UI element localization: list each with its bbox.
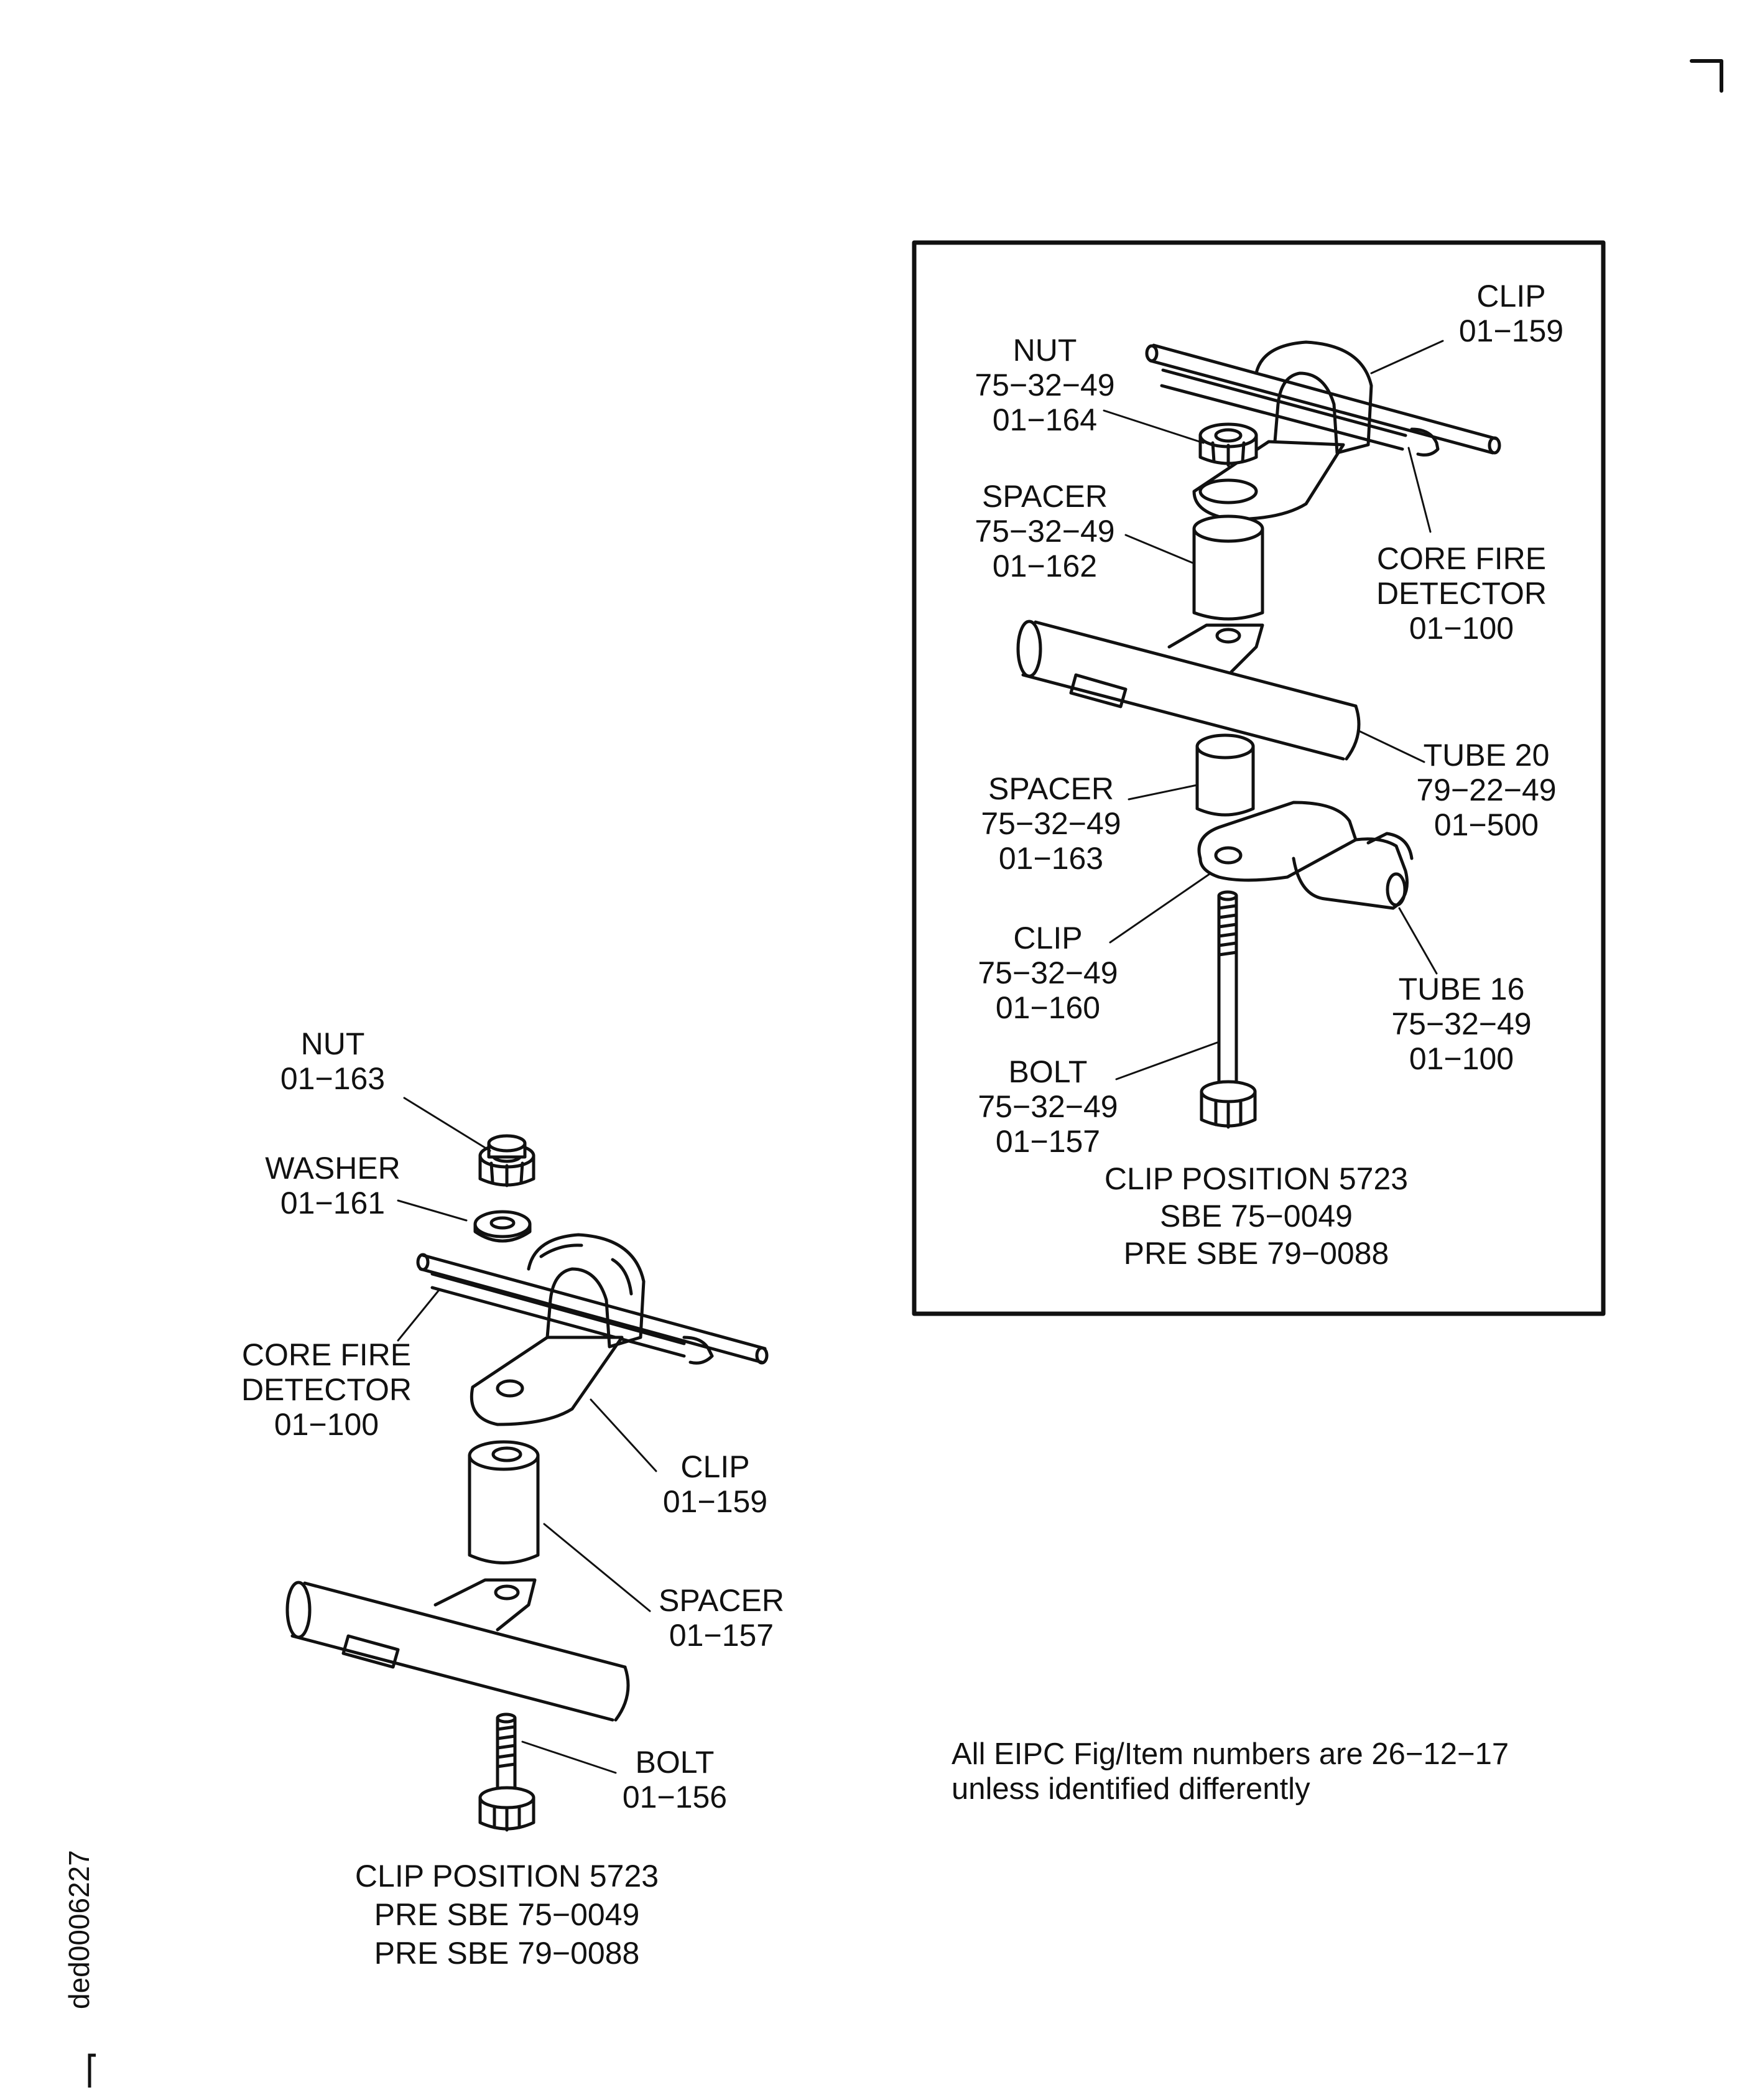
inset-frame [912, 240, 1606, 1316]
inset-core-fire-detector-drawing [1145, 343, 1501, 457]
inset-spacer-lower-leader [1128, 784, 1198, 801]
left-washer-drawing [473, 1210, 532, 1243]
left-tube-drawing [285, 1578, 630, 1722]
left-nut-leader [403, 1097, 491, 1152]
inset-nut-drawing [1198, 422, 1258, 467]
inset-clip-top-leader [1370, 340, 1444, 374]
inset-spacer-upper-drawing [1192, 478, 1264, 621]
left-spacer-drawing [468, 1440, 540, 1564]
left-spacer-leader [543, 1523, 651, 1612]
left-clip-drawing [470, 1233, 646, 1426]
left-core-fire-detector-leader [397, 1289, 440, 1342]
inset-clip-lower-leader [1109, 873, 1211, 944]
docid-bracket [88, 2053, 96, 2088]
inset-tube-20-leader [1358, 730, 1425, 763]
inset-tube-20-drawing [1016, 620, 1361, 761]
inset-bolt-drawing [1200, 890, 1257, 1129]
corner-crop-mark [1690, 59, 1723, 93]
left-washer-leader [397, 1199, 468, 1222]
inset-spacer-upper-leader [1124, 534, 1194, 564]
left-nut-drawing [478, 1134, 535, 1187]
inset-tube-16-leader [1398, 907, 1438, 975]
inset-bolt-leader [1115, 1041, 1220, 1080]
inset-spacer-lower-drawing [1195, 733, 1255, 817]
inset-core-fire-detector-leader [1407, 447, 1432, 533]
left-bolt-drawing [478, 1712, 535, 1832]
inset-clip-lower-drawing [1197, 801, 1414, 910]
document-id: ded0006227 [63, 1850, 95, 2009]
left-clip-leader [590, 1398, 657, 1472]
inset-nut-leader [1103, 409, 1205, 444]
left-bolt-leader [521, 1740, 617, 1774]
